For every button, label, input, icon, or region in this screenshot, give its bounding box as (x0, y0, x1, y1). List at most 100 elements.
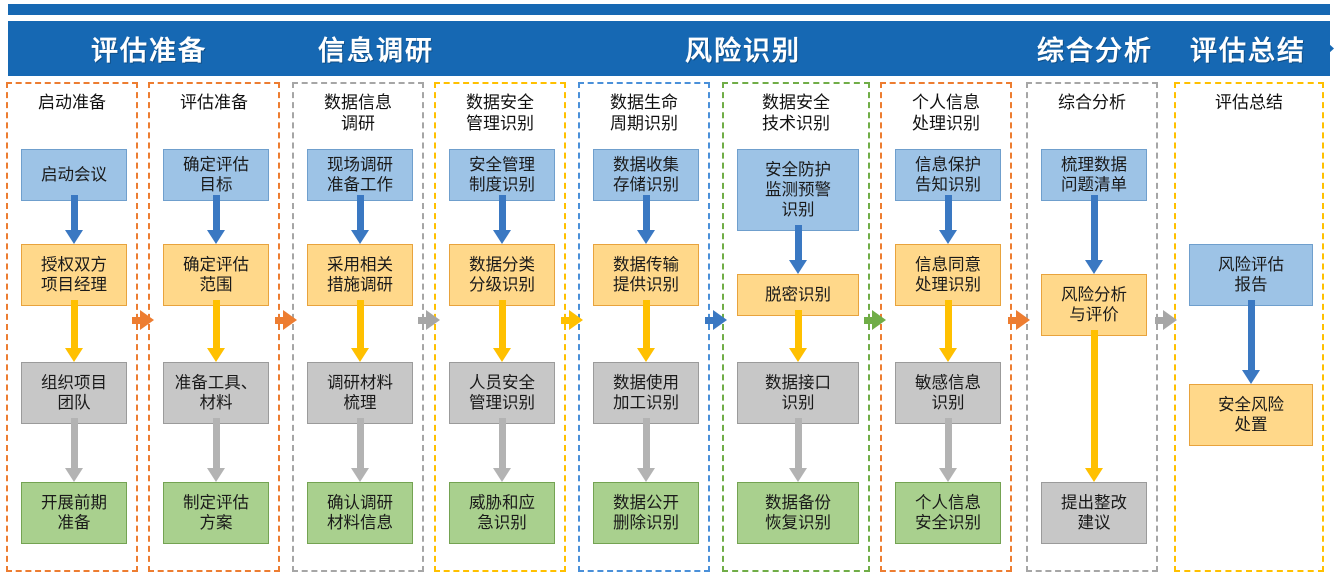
connector-arrowhead (493, 468, 511, 482)
node-box[interactable]: 敏感信息 识别 (895, 362, 1001, 424)
node-box[interactable]: 梳理数据 问题清单 (1041, 149, 1147, 201)
node-box[interactable]: 风险评估 报告 (1189, 244, 1313, 306)
connector-bar (132, 317, 142, 324)
connector-shaft (498, 418, 506, 474)
phase-4[interactable]: 综合分析 (1002, 21, 1188, 76)
column-6: 数据安全 技术识别安全防护 监测预警 识别脱密识别数据接口 识别数据备份 恢复识… (722, 82, 870, 572)
node-box[interactable]: 信息保护 告知识别 (895, 149, 1001, 201)
node-box[interactable]: 准备工具、 材料 (163, 362, 269, 424)
node-box[interactable]: 启动会议 (21, 149, 127, 201)
column-title: 评估总结 (1215, 93, 1283, 112)
phase-label: 风险识别 (685, 36, 801, 66)
connector-arrowhead (637, 468, 655, 482)
connector-arrowhead (789, 468, 807, 482)
connector-arrowhead (65, 348, 83, 362)
connector-shaft (356, 300, 364, 354)
phase-label: 评估准备 (91, 36, 207, 66)
connector-shaft (212, 300, 220, 354)
column-7: 个人信息 处理识别信息保护 告知识别信息同意 处理识别敏感信息 识别个人信息 安… (880, 82, 1012, 572)
column-8: 综合分析梳理数据 问题清单风险分析 与评价提出整改 建议 (1026, 82, 1158, 572)
node-box[interactable]: 制定评估 方案 (163, 482, 269, 544)
node-box[interactable]: 现场调研 准备工作 (307, 149, 413, 201)
connector-shaft (794, 418, 802, 474)
connector-chevron-icon (140, 310, 154, 330)
connector-shaft (70, 418, 78, 474)
connector-bar (705, 317, 715, 324)
connector-arrowhead (351, 230, 369, 244)
node-box[interactable]: 安全防护 监测预警 识别 (737, 149, 859, 231)
connector-chevron-icon (426, 310, 440, 330)
phase-label: 综合分析 (1037, 36, 1153, 66)
column-title: 个人信息 处理识别 (912, 93, 980, 134)
phase-label: 信息调研 (318, 36, 434, 66)
node-box[interactable]: 安全管理 制度识别 (449, 149, 555, 201)
node-box[interactable]: 调研材料 梳理 (307, 362, 413, 424)
node-box[interactable]: 开展前期 准备 (21, 482, 127, 544)
connector-arrowhead (939, 468, 957, 482)
connector-shaft (356, 195, 364, 236)
connector-arrowhead (1085, 260, 1103, 274)
connector-shaft (498, 300, 506, 354)
node-box[interactable]: 组织项目 团队 (21, 362, 127, 424)
connector-arrowhead (351, 348, 369, 362)
phase-2[interactable]: 信息调研 (268, 21, 484, 76)
connector-arrowhead (1242, 370, 1260, 384)
column-title: 数据安全 技术识别 (762, 93, 830, 134)
connector-chevron-icon (713, 310, 727, 330)
node-box[interactable]: 数据收集 存储识别 (593, 149, 699, 201)
connector-shaft (1090, 330, 1098, 474)
connector-bar (1008, 317, 1018, 324)
node-box[interactable]: 风险分析 与评价 (1041, 274, 1147, 336)
connector-shaft (212, 195, 220, 236)
node-box[interactable]: 确定评估 目标 (163, 149, 269, 201)
phase-5[interactable]: 评估总结 (1166, 21, 1330, 76)
node-box[interactable]: 数据使用 加工识别 (593, 362, 699, 424)
connector-bar (1155, 317, 1165, 324)
node-box[interactable]: 数据分类 分级识别 (449, 244, 555, 306)
node-box[interactable]: 授权双方 项目经理 (21, 244, 127, 306)
connector-arrowhead (65, 468, 83, 482)
column-title: 数据生命 周期识别 (610, 93, 678, 134)
connector-arrowhead (939, 230, 957, 244)
node-box[interactable]: 人员安全 管理识别 (449, 362, 555, 424)
node-box[interactable]: 采用相关 措施调研 (307, 244, 413, 306)
phase-3[interactable]: 风险识别 (462, 21, 1024, 76)
node-box[interactable]: 数据备份 恢复识别 (737, 482, 859, 544)
node-box[interactable]: 确认调研 材料信息 (307, 482, 413, 544)
column-2: 评估准备确定评估 目标确定评估 范围准备工具、 材料制定评估 方案 (148, 82, 280, 572)
connector-chevron-icon (283, 310, 297, 330)
connector-chevron-icon (569, 310, 583, 330)
node-box[interactable]: 个人信息 安全识别 (895, 482, 1001, 544)
column-title: 数据安全 管理识别 (466, 93, 534, 134)
node-box[interactable]: 脱密识别 (737, 274, 859, 316)
connector-shaft (642, 300, 650, 354)
connector-shaft (356, 418, 364, 474)
column-4: 数据安全 管理识别安全管理 制度识别数据分类 分级识别人员安全 管理识别威胁和应… (434, 82, 566, 572)
connector-shaft (70, 300, 78, 354)
connector-bar (864, 317, 874, 324)
connector-arrowhead (637, 230, 655, 244)
node-box[interactable]: 数据公开 删除识别 (593, 482, 699, 544)
node-box[interactable]: 确定评估 范围 (163, 244, 269, 306)
connector-arrowhead (351, 468, 369, 482)
connector-arrowhead (1085, 468, 1103, 482)
connector-chevron-icon (872, 310, 886, 330)
phase-1[interactable]: 评估准备 (8, 21, 290, 76)
node-box[interactable]: 信息同意 处理识别 (895, 244, 1001, 306)
connector-shaft (1090, 195, 1098, 266)
connector-shaft (794, 225, 802, 266)
node-box[interactable]: 数据传输 提供识别 (593, 244, 699, 306)
connector-shaft (642, 195, 650, 236)
connector-shaft (944, 195, 952, 236)
node-box[interactable]: 威胁和应 急识别 (449, 482, 555, 544)
connector-arrowhead (939, 348, 957, 362)
connector-arrowhead (65, 230, 83, 244)
connector-bar (561, 317, 571, 324)
column-1: 启动准备启动会议授权双方 项目经理组织项目 团队开展前期 准备 (6, 82, 138, 572)
node-box[interactable]: 安全风险 处置 (1189, 384, 1313, 446)
phase-banner: 评估准备 信息调研 风险识别 综合分析评估总结 (0, 21, 1338, 76)
node-box[interactable]: 数据接口 识别 (737, 362, 859, 424)
node-box[interactable]: 提出整改 建议 (1041, 482, 1147, 544)
top-accent-bar (8, 4, 1330, 15)
